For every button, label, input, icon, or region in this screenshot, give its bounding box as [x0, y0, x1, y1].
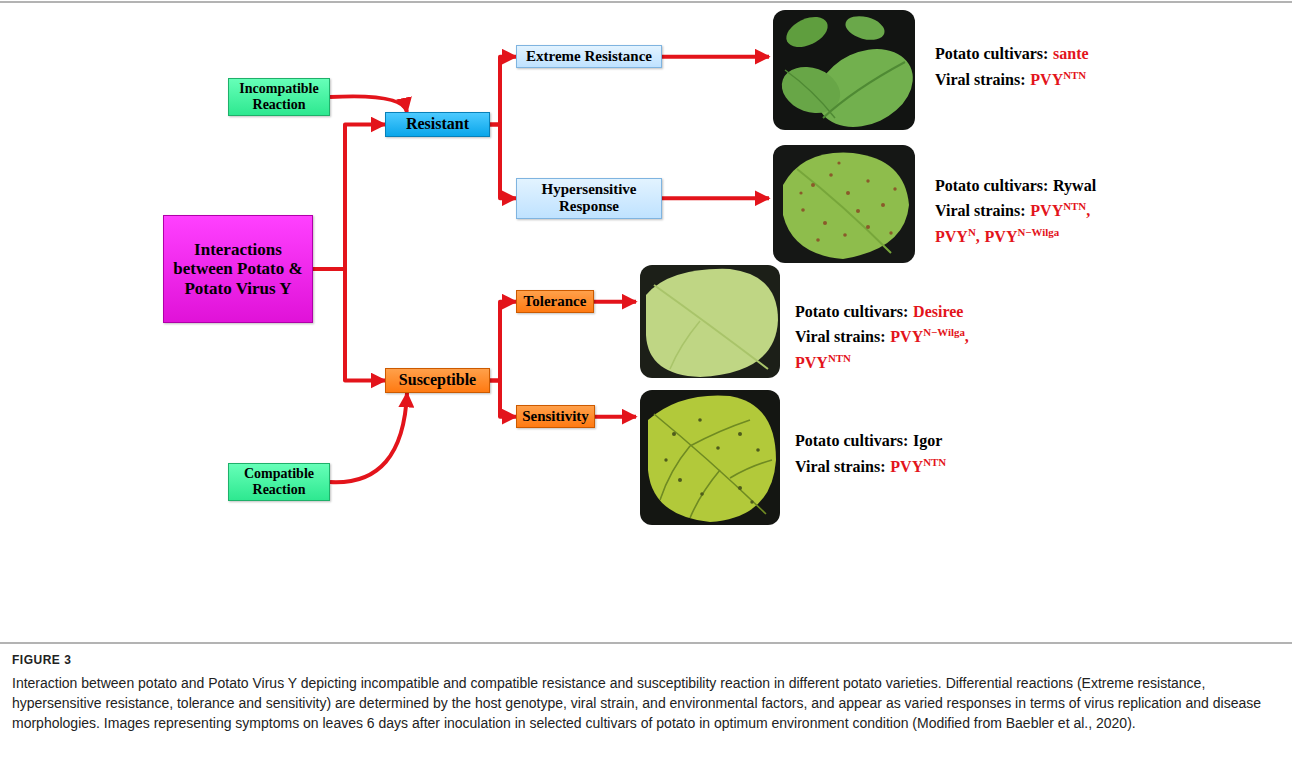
- connector-arrow: [313, 125, 385, 270]
- leaf: [646, 269, 778, 377]
- leaf: [775, 59, 846, 121]
- strain-superscript: NTN: [1063, 69, 1086, 81]
- info-line: PVYN,PVYN−Wilga: [935, 227, 1059, 247]
- info-label: Igor: [913, 432, 942, 449]
- red-label: PVY: [935, 228, 968, 245]
- lesion-dots: [799, 161, 896, 241]
- leaf-photo: [773, 10, 926, 142]
- main-box: Interactions between Potato & Potato Vir…: [163, 215, 313, 323]
- photo-ground: [640, 390, 780, 525]
- red-label: ,: [965, 328, 969, 345]
- connector-arrow: [490, 57, 516, 125]
- info-label: Viral strains:: [935, 71, 1026, 88]
- connector-arrow: [330, 393, 407, 482]
- node-text: Resistant: [406, 115, 469, 133]
- leaf: [648, 396, 776, 523]
- leaf: [783, 153, 909, 259]
- response-box: Hypersensitive Response: [516, 178, 662, 219]
- photo-ground: [773, 145, 915, 263]
- node-text: Hypersensitive Response: [522, 181, 656, 216]
- connector-arrow: [490, 302, 516, 381]
- photo-pointer: [595, 415, 636, 419]
- node-text: Compatible Reaction: [234, 466, 324, 498]
- connector-arrow: [490, 125, 516, 199]
- info-label: Viral strains:: [795, 328, 886, 345]
- red-label: PVY: [1030, 202, 1063, 219]
- node-text: Tolerance: [524, 293, 587, 310]
- info-label: Potato cultivars:: [795, 303, 908, 320]
- leaf-vein: [654, 285, 768, 369]
- leaf-photo: [640, 265, 780, 378]
- info-line: Potato cultivars: Rywal: [935, 176, 1096, 196]
- node-text: Susceptible: [399, 371, 476, 389]
- top-rule: [0, 1, 1292, 3]
- red-label: ,: [976, 228, 980, 245]
- info-label: Viral strains:: [795, 458, 886, 475]
- info-label: Potato cultivars:: [935, 45, 1048, 62]
- lesion-dots: [664, 418, 760, 504]
- info-line: Potato cultivars: Igor: [795, 431, 942, 451]
- connector-arrow: [330, 96, 407, 112]
- response-box: Sensitivity: [516, 405, 595, 428]
- reaction-box: Compatible Reaction: [228, 463, 330, 501]
- red-label: PVY: [795, 354, 828, 371]
- category-box: Resistant: [385, 112, 490, 137]
- response-box: Extreme Resistance: [516, 45, 662, 68]
- red-label: Desiree: [913, 303, 963, 320]
- connector-arrow: [490, 381, 516, 417]
- strain-superscript: NTN: [923, 456, 946, 468]
- node-text: Sensitivity: [522, 408, 589, 425]
- reaction-box: Incompatible Reaction: [228, 78, 330, 116]
- info-line: PVYNTN: [795, 353, 851, 373]
- red-label: PVY: [1030, 71, 1063, 88]
- leaf-vein: [670, 321, 700, 369]
- info-line: Viral strains:PVYNTN: [795, 457, 946, 477]
- strain-superscript: NTN: [828, 352, 851, 364]
- figure-caption: Interaction between potato and Potato Vi…: [12, 673, 1280, 733]
- photo-pointer: [662, 196, 769, 200]
- info-line: Potato cultivars: Desiree: [795, 302, 963, 322]
- red-label: PVY: [985, 228, 1018, 245]
- category-box: Susceptible: [385, 368, 490, 393]
- info-label: Viral strains:: [935, 202, 1026, 219]
- leaf-photo: [640, 390, 780, 525]
- red-label: sante: [1053, 45, 1089, 62]
- leaf-photo: [773, 145, 915, 263]
- info-line: Potato cultivars: sante: [935, 44, 1089, 64]
- figure-number: FIGURE 3: [12, 653, 71, 667]
- photo-pointer: [594, 300, 636, 304]
- response-box: Tolerance: [516, 290, 594, 313]
- node-text: Interactions between Potato & Potato Vir…: [169, 240, 307, 299]
- caption-rule: [0, 642, 1292, 644]
- info-label: Rywal: [1053, 177, 1096, 194]
- node-text: Incompatible Reaction: [234, 81, 324, 113]
- leaf: [782, 11, 833, 53]
- node-text: Extreme Resistance: [526, 48, 652, 65]
- leaf-vein: [785, 70, 835, 118]
- info-label: Potato cultivars:: [795, 432, 908, 449]
- info-label: Potato cultivars:: [935, 177, 1048, 194]
- red-label: PVY: [890, 328, 923, 345]
- photo-ground: [640, 265, 780, 378]
- strain-superscript: N−Wilga: [1017, 226, 1059, 238]
- leaf: [843, 12, 887, 44]
- info-line: Viral strains:PVYN−Wilga,: [795, 327, 969, 347]
- strain-superscript: N−Wilga: [923, 326, 965, 338]
- photo-pointer: [662, 55, 769, 59]
- red-label: PVY: [890, 458, 923, 475]
- leaf-vein: [797, 169, 891, 253]
- connector-arrow: [313, 269, 385, 381]
- info-line: Viral strains:PVYNTN,: [935, 201, 1090, 221]
- leaf-vein: [823, 62, 905, 118]
- strain-superscript: NTN: [1063, 200, 1086, 212]
- info-line: Viral strains:PVYNTN: [935, 70, 1086, 90]
- leaf-veins: [654, 414, 772, 518]
- red-label: ,: [1086, 202, 1090, 219]
- strain-superscript: N: [968, 226, 976, 238]
